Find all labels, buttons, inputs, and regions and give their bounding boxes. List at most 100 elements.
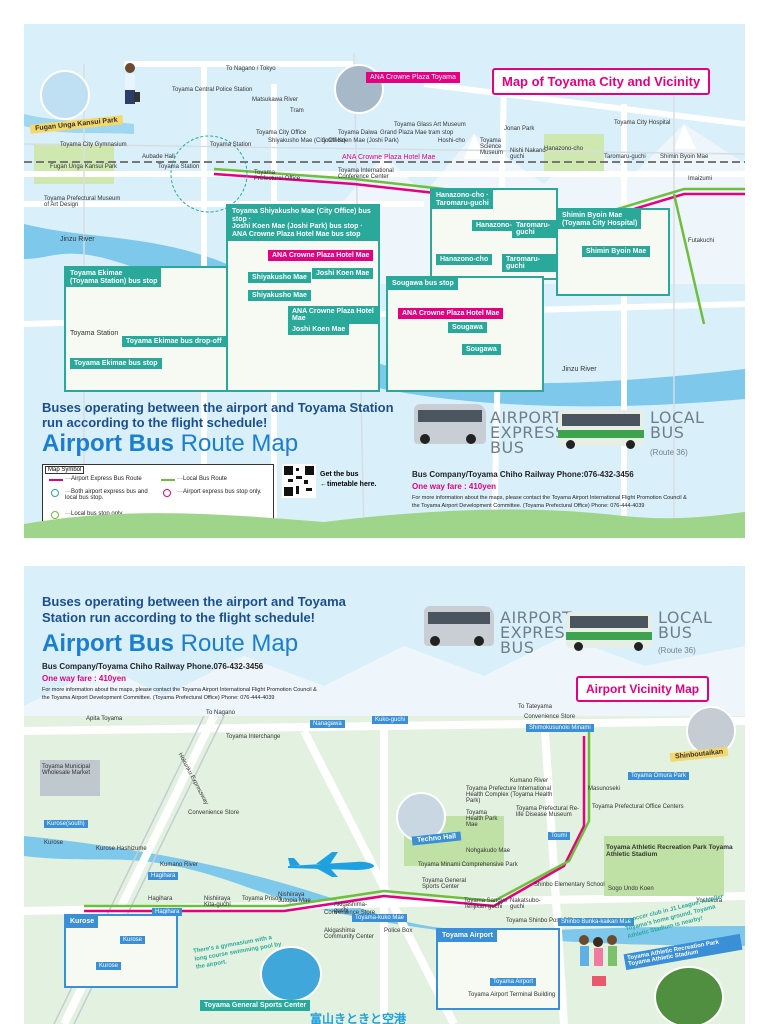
rehab-label: Toyama Prefectural Re-life Disease Museu… — [516, 806, 580, 818]
shiyakusho-stop-2: Shiyakusho Mae — [248, 290, 311, 301]
travelers-illustration — [574, 932, 624, 992]
bottom-title-light: Route Map — [174, 630, 299, 657]
top-map-panel: Fugan Unga Kansui Park ANA Crowne Plaza … — [24, 24, 745, 538]
qr-code-icon[interactable] — [282, 464, 316, 498]
kurose-hashizume-label: Kurose Hashizume — [96, 846, 147, 852]
bottom-caption-line2: Station run according to the flight sche… — [42, 610, 316, 625]
terminal-label: Toyama Airport Terminal Building — [468, 992, 556, 998]
ekimae-inset-header: Toyama Ekimae (Toyama Station) bus stop — [66, 268, 162, 288]
jonan-label: Jonan Park — [504, 126, 535, 132]
kurose-inset-header: Kurose — [66, 916, 99, 928]
legend-airport-route: ···Airport Express Bus Route — [65, 476, 142, 482]
taromaru-stop-2: Taromaru-guchi — [502, 254, 556, 272]
bottom-caption: Buses operating between the airport and … — [42, 594, 346, 626]
top-hills — [24, 509, 745, 538]
airport-route-swatch — [49, 479, 63, 481]
prison-label: Toyama Prison — [242, 896, 282, 902]
kumano-river-2: Kumano River — [160, 862, 199, 868]
legend-local-stop: ···Local bus stop only. — [65, 511, 124, 517]
hanazono-inset: Hanazono-cho · Taromaru-guchi Hanazono-c… — [430, 188, 558, 280]
top-caption-line1: Buses operating between the airport and … — [42, 400, 394, 415]
qr-text: Get the bus ←timetable here. — [320, 471, 377, 488]
health-complex-label: Toyama Prefecture International Health C… — [466, 786, 553, 804]
police-box-label: Police Box — [384, 928, 413, 934]
grand-plaza-label: Grand Plaza Mae tram stop — [380, 130, 454, 136]
ekimae-station-label: Toyama Station — [70, 330, 119, 337]
hanazono-stop: Hanazono-cho — [472, 220, 529, 231]
interchange-label: Toyama Interchange — [226, 734, 281, 740]
traveler-illustration — [120, 62, 140, 110]
market-label: Toyama Municipal Wholesale Market — [42, 764, 91, 776]
top-title-light: Route Map — [174, 430, 299, 457]
vicinity-map-title: Airport Vicinity Map — [576, 676, 710, 702]
kurose-inset: Kurose Kurose Kurose — [64, 914, 178, 988]
taromaru-stop: Taromaru-guchi — [512, 220, 556, 238]
bottom-route36-text: (Route 36) — [658, 646, 696, 655]
both-stop-icon — [51, 489, 59, 497]
joshi-stop-2: Joshi Koen Mae — [288, 324, 350, 335]
bottom-map-panel: Buses operating between the airport and … — [24, 566, 745, 1024]
museum-label: Toyama Prefectural Museum of Art Design — [44, 196, 121, 208]
fugan-park-label: Fugan Unga Kansui Park — [50, 164, 118, 170]
fugan-park-photo — [40, 70, 90, 120]
pref-office-centers-label: Toyama Prefectural Office Centers — [592, 804, 684, 810]
toyama-kuko-mae-label: Toyama-kuko Mae — [352, 914, 408, 922]
to-nagano-label: To Nagano / Tokyo — [226, 66, 276, 72]
sougawa-stop-2: Sougawa — [462, 344, 501, 355]
top-route-title: Airport Bus Route Map — [42, 430, 298, 458]
jinzu-label-2: Jinzu River — [562, 366, 597, 373]
convenience-mid-label: Convenience Store — [188, 810, 240, 816]
bottom-airport-bus-image — [424, 606, 494, 646]
legend-both-stop: ···Both airport express bus and local bu… — [65, 489, 148, 501]
matsukawa-label: Matsukawa River — [252, 97, 299, 103]
taromaru-map-label: Taromaru-guchi — [604, 154, 646, 160]
swimming-pool-photo — [260, 946, 322, 1002]
local-bus-text: LOCAL BUS — [650, 408, 705, 442]
police-label: Toyama Central Police Station — [172, 87, 253, 93]
ana-hotel-photo — [334, 64, 384, 114]
shinbo-bunka-label: Shinbo Bunka-kaikan Mae — [558, 918, 635, 926]
bottom-local-bus-text: LOCAL BUS — [658, 608, 713, 642]
sports-center-mid-label: Toyama General Sports Center — [422, 878, 467, 890]
bottom-caption-line1: Buses operating between the airport and … — [42, 594, 346, 609]
bottom-fare-text: One way fare : 410yen — [42, 674, 127, 683]
ekimae-drop-label: Toyama Ekimae bus drop-off — [122, 336, 226, 347]
stadium-photo — [654, 966, 724, 1024]
general-sports-badge: Toyama General Sports Center — [200, 1000, 311, 1011]
aubade-label: Aubade Hall — [142, 154, 175, 160]
kurose-south-label: Kurose(south) — [44, 820, 88, 828]
nohgakudo-label: Nohgakudo Mae — [466, 848, 511, 854]
shinbo-elem-label: Shinbo Elementary School — [534, 882, 605, 888]
kurose-label: Kurose — [44, 840, 64, 846]
airport-express-text: AIRPORT EXPRESS BUS — [490, 408, 566, 457]
top-company-text: Bus Company/Toyama Chiho Railway Phone:0… — [412, 470, 634, 479]
toumi-label: Toumi — [548, 832, 571, 840]
sogo-undo-label: Sogo Undo Koen — [608, 886, 654, 892]
hanazono-inset-header: Hanazono-cho · Taromaru-guchi — [432, 190, 493, 210]
ekimae-stop-label: Toyama Ekimae bus stop — [70, 358, 162, 369]
imaizumi-label: Imaizumi — [688, 176, 713, 182]
top-fare-text: One way fare : 410yen — [412, 482, 497, 491]
comprehensive-label: Toyama Minami Comprehensive Park — [418, 862, 518, 868]
airport-express-bus-image — [414, 404, 486, 444]
joshi-stop: Joshi Koen Mae — [312, 268, 374, 279]
city-gym-label: Toyama City Gymnasium — [60, 142, 127, 148]
shimin-map-label: Shimin Byoin Mae — [660, 154, 709, 160]
ana-stop-green: ANA Crowne Plaza Hotel Mae — [288, 306, 378, 324]
hagihara-label: Hagihara — [148, 872, 179, 880]
shimokusunoki-label: Shimokusunoki Minami — [526, 724, 594, 732]
top-caption: Buses operating between the airport and … — [42, 400, 394, 430]
station-label-2: Toyama Station — [158, 164, 200, 170]
local-route-swatch — [161, 479, 175, 481]
top-title-bold: Airport Bus — [42, 430, 174, 457]
hanazono-stop-2: Hanazono-cho — [436, 254, 493, 265]
station-label: Toyama Station — [210, 142, 252, 148]
shimin-inset-header: Shimin Byoin Mae (Toyama City Hospital) — [558, 210, 642, 230]
bottom-local-bus-image — [566, 612, 652, 651]
tram-label: Tram — [290, 108, 304, 114]
ana-mae-label: ANA Crowne Plaza Hotel Mae — [342, 154, 436, 161]
kuko-banner: 富山きときと空港 — [310, 1012, 407, 1024]
kumano-label: Kumano River — [510, 778, 549, 784]
bottom-title-bold: Airport Bus — [42, 630, 174, 657]
legend-title: Map Symbol — [45, 466, 85, 474]
